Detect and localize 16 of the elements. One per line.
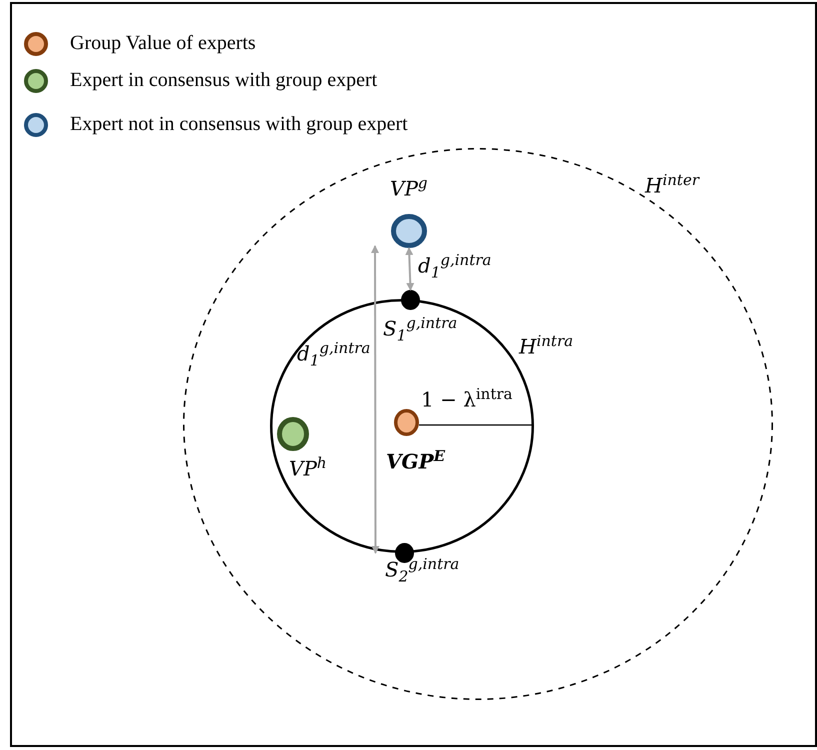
legend-text: Expert in consensus with group expert [70, 69, 378, 92]
radius-label: 1 − λ$^{intra}$ [421, 386, 512, 411]
legend-text: Expert not in consensus with group expert [70, 113, 408, 136]
dashed-circle [183, 148, 773, 700]
point-dot [401, 290, 420, 310]
node-label: H$^{intra}$ [519, 333, 574, 358]
node-label: VP$^{g}$ [390, 175, 428, 200]
node-label: VGP$^{E}$ [386, 448, 446, 473]
group-value-circle [394, 409, 419, 436]
expert-circle [391, 214, 427, 248]
expert-circle [277, 417, 309, 451]
double-arrow [371, 245, 380, 554]
double-arrow [405, 247, 414, 291]
node-label: H$^{inter}$ [645, 172, 699, 197]
node-label: VP$^{h}$ [289, 455, 327, 480]
legend-text: Group Value of experts [70, 32, 256, 55]
